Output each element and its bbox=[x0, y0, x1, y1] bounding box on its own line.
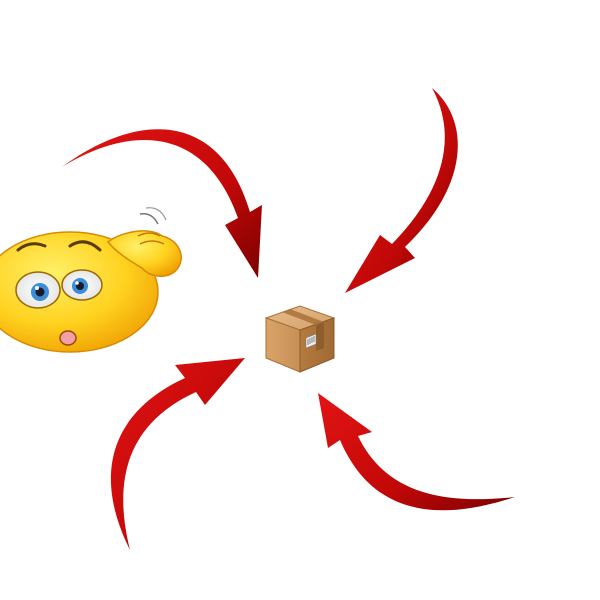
arrow-top-right bbox=[345, 88, 458, 293]
arrow-bottom-left bbox=[110, 358, 246, 550]
arrow-top-left bbox=[62, 129, 262, 278]
cardboard-box-icon bbox=[264, 305, 336, 373]
arrow-bottom-right bbox=[318, 393, 515, 511]
confused-face-icon bbox=[0, 207, 182, 353]
